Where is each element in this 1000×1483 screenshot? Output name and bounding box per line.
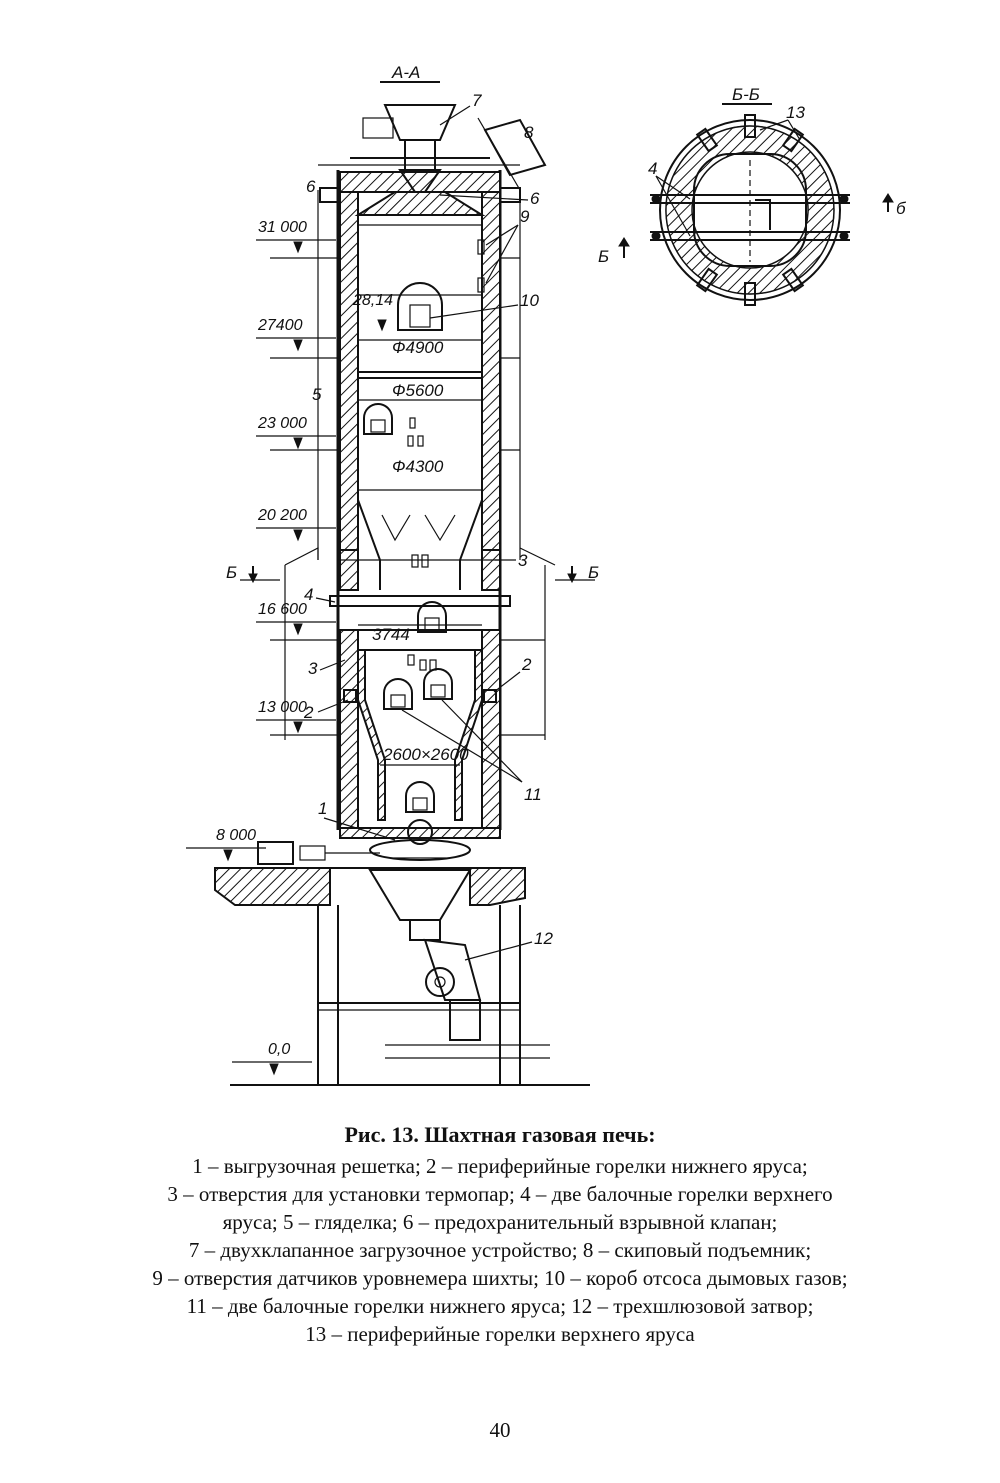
elevation-31000: 31 000 — [255, 219, 337, 253]
callout-7: 7 — [472, 91, 482, 110]
callout-4: 4 — [304, 585, 313, 604]
elevation-20200: 20 200 — [255, 507, 337, 541]
shaft-gas-furnace-drawing: А-А — [185, 63, 907, 1086]
callout-8: 8 — [524, 123, 534, 142]
elevation-8000: 8 000 — [185, 827, 267, 861]
caption-line: яруса; 5 – гляделка; 6 – предохранительн… — [222, 1210, 778, 1234]
section-aa-title: А-А — [391, 63, 420, 82]
caption-line: 3 – отверстия для установки термопар; 4 … — [167, 1182, 833, 1206]
callout-5: 5 — [312, 385, 322, 404]
callout-6-right: 6 — [530, 189, 540, 208]
elevation-28-14: 28,14 — [352, 292, 393, 332]
svg-text:16 600: 16 600 — [258, 601, 307, 618]
callout-11: 11 — [524, 785, 542, 804]
svg-text:23 000: 23 000 — [257, 415, 307, 432]
page-number: 40 — [489, 1418, 511, 1442]
svg-text:27400: 27400 — [257, 317, 303, 334]
elevation-0-0: 0,0 — [231, 1041, 313, 1075]
elevation-27400: 27400 — [255, 317, 337, 351]
elevation-16600: 16 600 — [255, 601, 337, 635]
callout-12: 12 — [534, 929, 553, 948]
caption-line: 9 – отверстия датчиков уровнемера шихты;… — [152, 1266, 848, 1290]
section-bb-title: Б-Б — [732, 85, 760, 104]
figure-caption: Рис. 13. Шахтная газовая печь: 1 – выгру… — [0, 1122, 1000, 1348]
dim-d4900: Ф4900 — [392, 338, 444, 357]
callout-1: 1 — [318, 799, 327, 818]
callout-3-left: 3 — [308, 659, 318, 678]
caption-title: Рис. 13. Шахтная газовая печь: — [344, 1122, 656, 1147]
caption-line: 13 – периферийные горелки верхнего яруса — [305, 1322, 695, 1346]
svg-text:8 000: 8 000 — [216, 827, 256, 844]
dim-d4300: Ф4300 — [392, 457, 444, 476]
svg-text:28,14: 28,14 — [352, 292, 393, 309]
plan-view-bb — [650, 114, 850, 306]
caption-line: 11 – две балочные горелки нижнего яруса;… — [186, 1294, 814, 1318]
callout-10: 10 — [520, 291, 539, 310]
cut-mark-left: Б — [226, 563, 237, 582]
caption-line: 7 – двухклапанное загрузочное устройство… — [188, 1238, 812, 1262]
dim-2600x2600: 2600×2600 — [382, 745, 469, 764]
dim-d5600: Ф5600 — [392, 381, 444, 400]
elevation-23000: 23 000 — [255, 415, 337, 449]
callout-4-plan: 4 — [648, 159, 657, 178]
dim-3744: 3744 — [372, 625, 410, 644]
callout-6-left: 6 — [306, 177, 316, 196]
callout-2-left: 2 — [303, 703, 314, 722]
svg-text:13 000: 13 000 — [258, 699, 307, 716]
plan-cut-left: Б — [598, 247, 609, 266]
svg-text:0,0: 0,0 — [268, 1041, 290, 1058]
svg-text:31 000: 31 000 — [258, 219, 307, 236]
plan-cut-right: б — [896, 199, 907, 218]
callout-9: 9 — [520, 207, 530, 226]
elevation-13000: 13 000 — [255, 699, 337, 733]
callout-2-right: 2 — [521, 655, 532, 674]
caption-line: 1 – выгрузочная решетка; 2 – периферийны… — [192, 1154, 808, 1178]
svg-text:20 200: 20 200 — [257, 507, 307, 524]
cut-mark-right: Б — [588, 563, 599, 582]
callout-3-right: 3 — [518, 551, 528, 570]
callout-13: 13 — [786, 103, 805, 122]
